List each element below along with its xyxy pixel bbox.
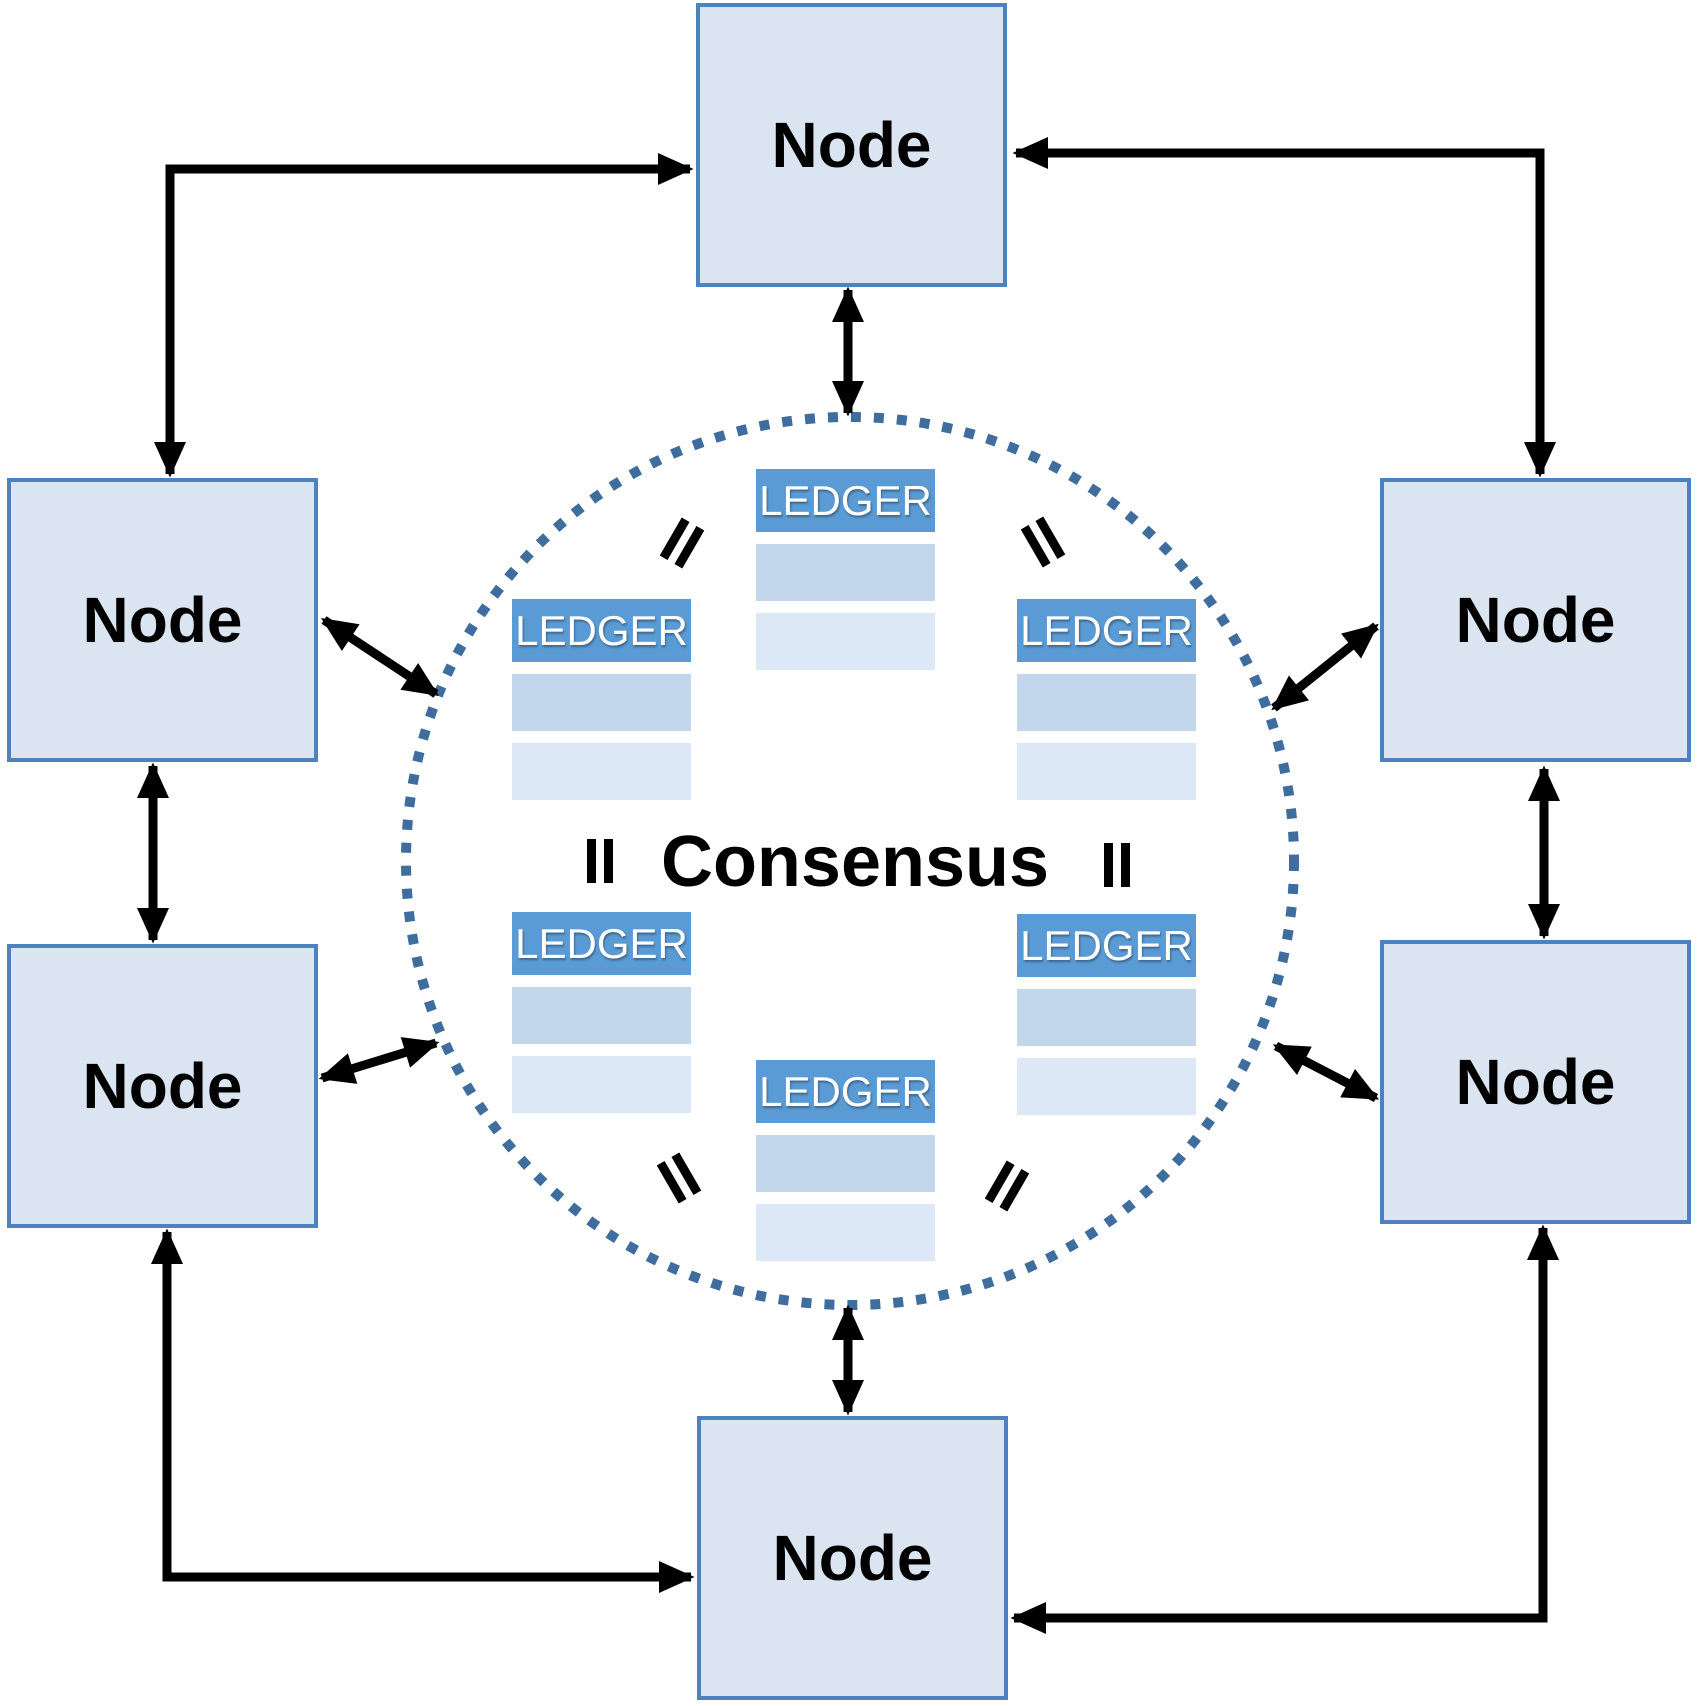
ledger-row	[512, 743, 691, 800]
consensus-label: Consensus	[660, 822, 1050, 902]
connector-top-left-corner	[154, 153, 694, 478]
ledger-table-lower-right: LEDGER	[1017, 914, 1196, 1127]
node-box-bottom: Node	[697, 1416, 1008, 1700]
ledger-header: LEDGER	[756, 1060, 935, 1123]
arrow-upper-right-node-to-circle	[1271, 622, 1379, 712]
equals-icon-middle-right	[1104, 843, 1130, 887]
ledger-header: LEDGER	[756, 469, 935, 532]
node-box-upper-left: Node	[7, 478, 318, 762]
ledger-row	[512, 1056, 691, 1113]
ledger-row	[1017, 743, 1196, 800]
ledger-header: LEDGER	[512, 599, 691, 662]
ledger-row	[1017, 989, 1196, 1046]
ledger-table-top: LEDGER	[756, 469, 935, 682]
ledger-table-upper-left: LEDGER	[512, 599, 691, 812]
connector-top-right-corner	[1012, 137, 1556, 478]
arrow-lower-right-node-to-circle	[1272, 1042, 1380, 1102]
node-box-top: Node	[696, 3, 1007, 287]
ledger-table-upper-right: LEDGER	[1017, 599, 1196, 812]
ledger-row	[756, 544, 935, 601]
ledger-row	[756, 1204, 935, 1261]
equals-icon-middle-left	[587, 839, 613, 883]
ledger-row	[756, 613, 935, 670]
ledger-header: LEDGER	[1017, 599, 1196, 662]
arrow-lower-left-node-to-circle	[318, 1037, 440, 1084]
node-box-lower-left: Node	[7, 944, 318, 1228]
arrow-upper-left-node-to-circle	[321, 616, 439, 698]
ledger-row	[1017, 674, 1196, 731]
connector-bottom-left-corner	[151, 1228, 695, 1593]
ledger-table-bottom: LEDGER	[756, 1060, 935, 1273]
ledger-row	[512, 987, 691, 1044]
connector-bottom-right-corner	[1010, 1224, 1559, 1634]
ledger-row	[756, 1135, 935, 1192]
node-box-upper-right: Node	[1380, 478, 1691, 762]
ledger-row	[512, 674, 691, 731]
ledger-header: LEDGER	[512, 912, 691, 975]
ledger-table-lower-left: LEDGER	[512, 912, 691, 1125]
node-box-lower-right: Node	[1380, 940, 1691, 1224]
ledger-header: LEDGER	[1017, 914, 1196, 977]
ledger-row	[1017, 1058, 1196, 1115]
